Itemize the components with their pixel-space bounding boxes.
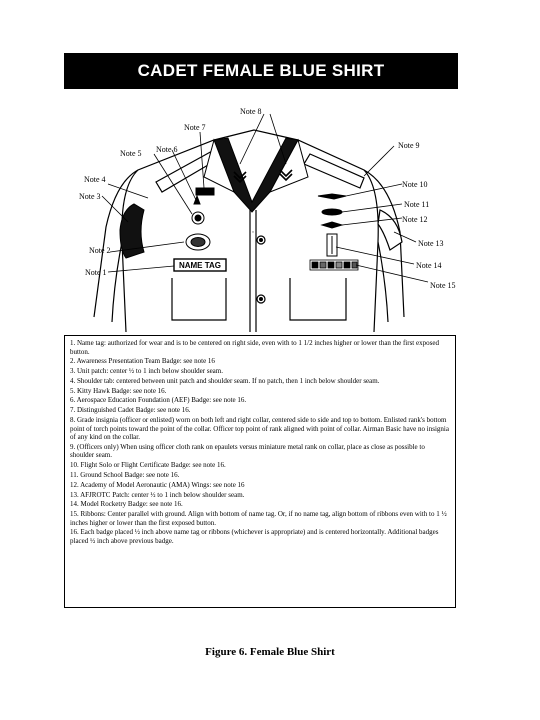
note-item: 2. Awareness Presentation Team Badge: se…: [70, 357, 215, 366]
grade-insignia-icon: [233, 169, 293, 184]
note-item: 9. (Officers only) When using officer cl…: [70, 442, 425, 460]
note-item: 10. Flight Solo or Flight Certificate Ba…: [70, 461, 226, 470]
notes-box: 1. Name tag: authorized for wear and is …: [64, 335, 456, 608]
note-item: 13. AFJROTC Patch: center ½ to 1 inch be…: [70, 490, 245, 499]
note-item: 14. Model Rocketry Badge: see note 16.: [70, 500, 183, 509]
left-pocket: [171, 278, 227, 321]
flight-solo-badge-icon: [317, 193, 347, 200]
note-4-label: Note 4: [84, 175, 106, 184]
note-5-label: Note 5: [120, 149, 142, 158]
note-item: 8. Grade insignia (officer or enlisted) …: [70, 416, 449, 442]
ama-wings-icon: [320, 221, 344, 229]
ground-school-badge-icon: [321, 208, 343, 216]
right-pocket: [289, 278, 347, 321]
left-chest-badges: [173, 187, 227, 272]
shirt-outline: [121, 129, 379, 332]
note-item: 12. Academy of Model Aeronautic (AMA) Wi…: [70, 480, 245, 489]
note-item: 4. Shoulder tab: centered between unit p…: [70, 376, 380, 385]
shirt-buttons: [252, 231, 266, 304]
note-item: 6. Aerospace Education Foundation (AEF) …: [70, 396, 247, 405]
note-item: 15. Ribbons: Center parallel with ground…: [70, 510, 447, 527]
distinguished-cadet-badge-icon: [195, 187, 215, 196]
name-tag: [173, 258, 227, 272]
note-8-label: Note 8: [240, 107, 262, 116]
note-3-label: Note 3: [79, 192, 101, 201]
note-10-label: Note 10: [402, 180, 428, 189]
right-chest-badges: [317, 193, 347, 257]
aef-badge-icon: [193, 194, 201, 205]
note-6-label: Note 6: [156, 145, 178, 154]
afjrotc-patch-icon: [377, 209, 403, 251]
left-sleeve: [93, 169, 139, 318]
ribbons: [309, 259, 359, 271]
note-7-label: Note 7: [184, 123, 206, 132]
note-13-label: Note 13: [418, 239, 444, 248]
note-11-label: Note 11: [404, 200, 429, 209]
note-2-label: Note 2: [89, 246, 111, 255]
note-1-label: Note 1: [85, 268, 107, 277]
page-title: CADET FEMALE BLUE SHIRT: [64, 53, 458, 89]
right-epaulet: [303, 153, 365, 189]
note-14-label: Note 14: [416, 261, 442, 270]
note-item: 3. Unit patch: center ½ to 1 inch below …: [70, 367, 223, 376]
note-12-label: Note 12: [402, 215, 428, 224]
note-item: 7. Distinguished Cadet Badge: see note 1…: [70, 406, 191, 415]
shirt-diagram: NAME TAG Note 1 Note 2 Note 3 Note 4: [79, 107, 456, 332]
note-item: 1. Name tag: authorized for wear and is …: [70, 339, 439, 356]
note-9-label: Note 9: [398, 141, 420, 150]
note-item: 11. Ground School Badge: see note 16.: [70, 470, 180, 479]
note-item: 5. Kitty Hawk Badge: see note 16.: [70, 386, 167, 395]
figure-caption: Figure 6. Female Blue Shirt: [205, 646, 335, 658]
note-15-label: Note 15: [430, 281, 456, 290]
note-item: 16. Each badge placed ½ inch above name …: [70, 528, 439, 545]
name-tag-text: NAME TAG: [179, 261, 221, 270]
